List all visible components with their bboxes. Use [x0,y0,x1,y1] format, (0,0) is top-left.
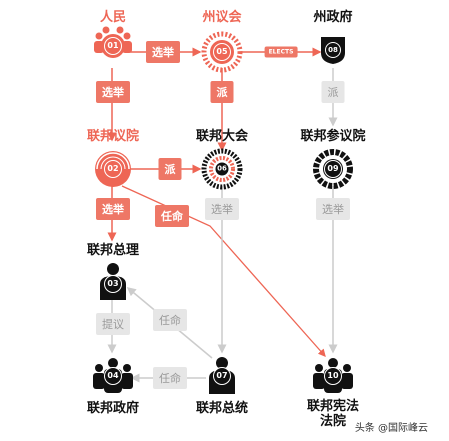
label-court-line1: 联邦宪法 [306,399,360,414]
tag-appoint-president-chancellor: 任命 [153,309,187,331]
tag-elect-fedconv-president: 选举 [205,198,239,220]
label-court-line2: 法院 [319,414,347,429]
node-number-07: 07 [213,367,231,385]
node-number-03: 03 [104,275,122,293]
tag-elects-stateleg-stategov: ELECTS [264,46,298,58]
tag-send-fedleg-fedconv: 派 [158,158,182,180]
node-number-05: 05 [213,43,231,61]
tag-send-stategov-bundesrat: 派 [321,81,345,103]
watermark: 头条 @国际峰云 [351,418,431,435]
label-chancellor: 联邦总理 [86,243,140,258]
tag-elect-bundesrat-court: 选举 [316,198,350,220]
label-federal-convention: 联邦大会 [195,129,249,144]
edge-fedleg-to-court [121,185,326,357]
label-president: 联邦总统 [195,401,249,416]
tag-elect-people-stateleg: 选举 [146,41,180,63]
label-federal-government: 联邦政府 [86,401,140,416]
tag-appoint-fedleg-court: 任命 [155,205,189,227]
tag-elect-people-fedleg: 选举 [96,81,130,103]
tag-propose-chancellor-fedgov: 提议 [96,313,130,335]
label-state-government: 州政府 [313,10,353,25]
label-state-legislature: 州议会 [202,10,242,25]
tag-send-stateleg-fedconv: 派 [210,81,234,103]
node-number-10: 10 [324,367,342,385]
label-people: 人民 [99,10,127,25]
tag-appoint-president-fedgov: 任命 [153,367,187,389]
node-number-01: 01 [104,37,122,55]
node-number-09: 09 [324,160,342,178]
node-number-08: 08 [325,42,341,58]
label-federal-legislature: 联邦议院 [86,129,140,144]
node-number-02: 02 [104,160,122,178]
node-number-06: 06 [214,161,230,177]
label-bundesrat: 联邦参议院 [300,129,366,144]
node-number-04: 04 [104,367,122,385]
tag-elect-fedleg-chancellor: 选举 [96,198,130,220]
